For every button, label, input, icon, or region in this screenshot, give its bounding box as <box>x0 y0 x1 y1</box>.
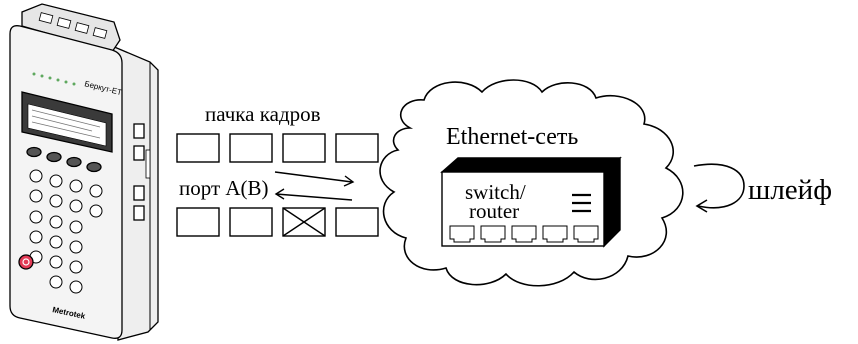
frame-box <box>229 133 273 163</box>
switch-router-device <box>440 156 622 248</box>
port-label: порт А(В) <box>179 176 269 200</box>
frames-top-row <box>176 133 379 163</box>
ethernet-port-icon <box>480 225 506 243</box>
incoming-arrow <box>275 193 353 201</box>
outgoing-arrow <box>274 171 353 183</box>
ethernet-port-icon <box>573 225 599 243</box>
ethernet-port-icon <box>449 225 475 243</box>
side-connector <box>133 145 145 161</box>
tester-keypad <box>29 169 103 294</box>
port-arrows <box>274 171 355 201</box>
frames-bottom-row <box>176 207 379 237</box>
frame-burst-label: пачка кадров <box>205 102 321 126</box>
tester-softkeys <box>26 146 102 173</box>
loop-label: шлейф <box>748 174 832 206</box>
power-button-icon <box>18 254 34 270</box>
ethernet-port-icon <box>542 225 568 243</box>
side-connector <box>133 123 145 139</box>
menu-lines-icon <box>572 193 591 213</box>
network-label: Ethernet-сеть <box>446 124 579 150</box>
status-leds <box>32 72 76 86</box>
frame-box <box>176 207 220 237</box>
frame-box <box>282 133 326 163</box>
frame-box <box>335 133 379 163</box>
device-label-line2: router <box>469 199 520 223</box>
tester-front-panel <box>9 25 123 339</box>
ethernet-port-icon <box>511 225 537 243</box>
side-connector <box>133 185 145 201</box>
switch-ports <box>449 225 599 243</box>
frame-box <box>176 133 220 163</box>
frame-box <box>335 207 379 237</box>
side-connector <box>133 205 145 221</box>
loopback-arrow <box>693 163 745 213</box>
frame-box <box>229 207 273 237</box>
device-label-line1: switch/ <box>465 180 526 204</box>
tester-device: Беркут-ET Metrotek <box>9 3 159 341</box>
